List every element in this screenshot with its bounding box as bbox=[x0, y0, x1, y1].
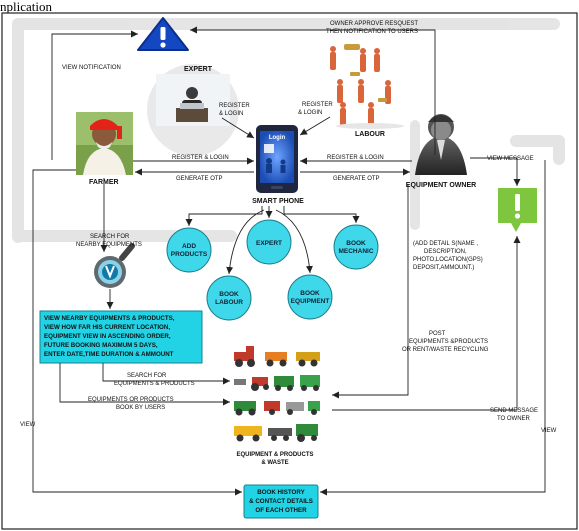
register-login-labour-1: REGISTER bbox=[302, 102, 333, 108]
magnifier-icon bbox=[94, 243, 135, 288]
svg-text:VIEW NEARBY EQUIPMENTS & PRODU: VIEW NEARBY EQUIPMENTS & PRODUCTS, bbox=[44, 315, 175, 322]
svg-text:BOOK: BOOK bbox=[300, 290, 320, 297]
booked-by-users-1: EQUIPMENTS OR PRODUCTS bbox=[88, 397, 174, 403]
box-book-history: BOOK HISTORY & CONTACT DETAILS OF EACH O… bbox=[243, 484, 319, 519]
svg-text:PRODUCTS: PRODUCTS bbox=[171, 251, 208, 258]
svg-text:BOOK HISTORY: BOOK HISTORY bbox=[257, 489, 305, 496]
svg-text:ADD: ADD bbox=[182, 243, 196, 250]
circle-book-equipment[interactable]: BOOK EQUIPMENT bbox=[287, 274, 333, 320]
labour-label: LABOUR bbox=[355, 131, 385, 138]
svg-text:EQUIPMENT VIEW IN ASCENDING OR: EQUIPMENT VIEW IN ASCENDING ORDER, bbox=[44, 333, 171, 340]
view-notification-label: VIEW NOTIFICATION bbox=[62, 65, 121, 71]
post-equipments-3: OR RENT/WASTE RECYCLING bbox=[402, 347, 489, 353]
equipment-owner-figure bbox=[415, 114, 467, 175]
register-login-expert-1: REGISTER bbox=[219, 103, 250, 109]
equipment-owner-label: EQUIPMENT OWNER bbox=[406, 182, 476, 189]
expert-label: EXPERT bbox=[184, 66, 213, 73]
view-right-label: VIEW bbox=[541, 428, 557, 434]
owner-approve-label-2: THEN NOTIFICATION TO USERS bbox=[326, 29, 418, 35]
svg-text:VIEW HOW FAR HIS CURRENT LOCAT: VIEW HOW FAR HIS CURRENT LOCATION, bbox=[44, 324, 170, 331]
add-details-2: DESCRIPTION, bbox=[424, 249, 467, 255]
add-details-1: (ADD DETAIL S(NAME , bbox=[413, 241, 478, 247]
svg-text:EXPERT: EXPERT bbox=[256, 240, 282, 247]
owner-approve-label-1: OWNER APPROVE RESQUEST bbox=[330, 21, 418, 27]
equipment-waste-label-1: EQUIPMENT & PRODUCTS bbox=[236, 452, 313, 458]
svg-text:OF EACH OTHER: OF EACH OTHER bbox=[255, 507, 307, 514]
booked-by-users-2: BOOK BY USERS bbox=[116, 405, 165, 411]
add-details-3: PHOTO,LOCATION(GPS) bbox=[413, 257, 483, 263]
farmer-figure bbox=[76, 112, 133, 175]
labour-figures bbox=[330, 44, 404, 129]
svg-text:BOOK: BOOK bbox=[219, 291, 239, 298]
header-fragment: nplication bbox=[0, 0, 52, 14]
circle-book-labour[interactable]: BOOK LABOUR bbox=[206, 275, 252, 321]
register-login-labour-2: & LOGIN bbox=[298, 110, 322, 116]
register-login-expert-2: & LOGIN bbox=[219, 111, 243, 117]
post-equipments-1: POST bbox=[429, 331, 446, 337]
box-view-nearby: VIEW NEARBY EQUIPMENTS & PRODUCTS, VIEW … bbox=[39, 310, 203, 364]
add-details-4: DEPOSIT,AMMOUNT.) bbox=[413, 265, 474, 271]
svg-text:BOOK: BOOK bbox=[346, 240, 366, 247]
svg-text:FUTURE BOOKING MAXIMUM 5 DAYS,: FUTURE BOOKING MAXIMUM 5 DAYS, bbox=[44, 342, 158, 349]
phone-icon: Login bbox=[256, 125, 298, 193]
search-equipments-1: SEARCH FOR bbox=[127, 373, 167, 379]
register-login-farmer: REGISTER & LOGIN bbox=[172, 155, 229, 161]
connectors bbox=[32, 26, 546, 496]
smartphone-label: SMART PHONE bbox=[252, 198, 304, 205]
search-nearby-1: SEARCH FOR bbox=[90, 234, 130, 240]
svg-text:LABOUR: LABOUR bbox=[215, 299, 243, 306]
svg-text:MECHANIC: MECHANIC bbox=[338, 248, 373, 255]
view-message-label: VIEW MESSAGE bbox=[487, 156, 534, 162]
warning-icon bbox=[137, 17, 189, 51]
svg-text:ENTER DATE,TIME DURATION & AMM: ENTER DATE,TIME DURATION & AMMOUNT bbox=[44, 351, 174, 358]
search-equipments-2: EQUIPMENTS & PRODUCTS bbox=[114, 381, 195, 387]
phone-login-label: Login bbox=[269, 135, 286, 141]
send-message-2: TO OWNER bbox=[497, 416, 531, 422]
circle-book-mechanic[interactable]: BOOK MECHANIC bbox=[333, 224, 379, 270]
circle-expert[interactable]: EXPERT bbox=[246, 219, 292, 265]
register-login-owner: REGISTER & LOGIN bbox=[327, 155, 384, 161]
circle-add-products[interactable]: ADD PRODUCTS bbox=[166, 227, 212, 273]
svg-text:& CONTACT DETAILS: & CONTACT DETAILS bbox=[249, 498, 313, 505]
view-left-label: VIEW bbox=[20, 422, 36, 428]
equipment-waste-label-2: & WASTE bbox=[261, 460, 288, 466]
generate-otp-owner: GENERATE OTP bbox=[333, 176, 380, 182]
post-equipments-2: EQUIPMENTS &PRODUCTS bbox=[409, 339, 488, 345]
chat-alert-icon bbox=[498, 188, 537, 232]
expert-figure bbox=[147, 64, 239, 156]
search-nearby-2: NEARBY EQUIPMENTS bbox=[76, 242, 142, 248]
svg-text:EQUIPMENT: EQUIPMENT bbox=[291, 298, 330, 305]
send-message-1: SEND MESSAGE bbox=[490, 408, 538, 414]
equipment-illustration bbox=[234, 346, 320, 442]
generate-otp-farmer: GENERATE OTP bbox=[176, 176, 223, 182]
